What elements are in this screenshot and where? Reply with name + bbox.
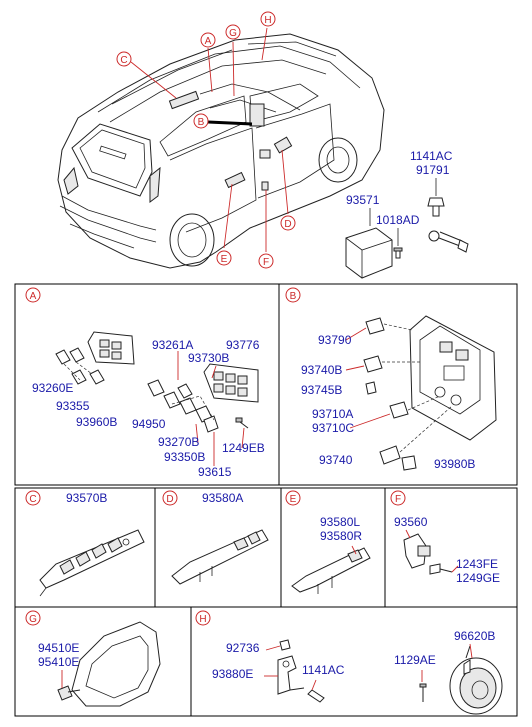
svg-text:C: C [120,55,127,66]
part-number: 93580R [320,529,362,543]
section-d-tag: D [162,490,178,506]
part-number: 93350B [164,450,205,464]
callout-c: C [116,51,132,67]
section-h-tag: H [195,610,211,626]
part-number: 93261A [152,338,193,352]
callout-f: F [258,253,274,269]
svg-text:G: G [229,28,237,39]
part-number: 93580L [320,515,360,529]
part-number: 96620B [454,629,495,643]
overview-parts: 1141AC 91791 93571 1018AD [345,149,469,279]
section-c-tag: C [25,490,41,506]
part-number: 93580A [202,491,243,505]
part-number: 93570B [66,491,107,505]
svg-text:G: G [29,614,37,625]
callout-d: D [280,215,296,231]
part-number: 93560 [394,515,428,529]
svg-text:H: H [264,15,271,26]
part-number: 92736 [226,641,260,655]
part-number: 1018AD [376,213,420,227]
section-g-parts [57,621,161,707]
vehicle-overview [57,33,385,269]
svg-text:A: A [205,36,212,47]
callout-g: G [225,24,241,40]
callout-e: E [216,250,232,266]
section-f-tag: F [390,490,406,506]
svg-text:B: B [290,291,297,302]
part-number: 93790 [318,333,352,347]
section-d-box [154,487,282,608]
overview-leaders [130,27,289,252]
part-number: 93615 [198,465,232,479]
part-number: 91791 [416,163,450,177]
part-number: 1249EB [222,441,265,455]
part-number: 93880E [212,667,253,681]
section-h-box [190,606,518,717]
section-c-parts [39,529,145,597]
part-number: 93740 [319,453,353,467]
svg-text:F: F [263,257,269,268]
part-number: 94510E [38,641,79,655]
part-number: 93776 [226,338,260,352]
part-number: 93980B [434,457,475,471]
section-g-tag: G [25,610,41,626]
part-number: 1129AE [394,653,436,667]
svg-text:D: D [284,219,291,230]
section-b-tag: B [285,287,301,303]
part-number: 93710C [312,421,354,435]
section-b-box [278,283,518,486]
part-number: 93730B [188,351,229,365]
part-number: 1141AC [410,149,453,163]
svg-text:D: D [166,494,173,505]
svg-text:F: F [395,494,401,505]
section-h-parts [264,639,503,715]
section-e-parts [291,545,371,594]
svg-text:A: A [30,291,37,302]
callout-h: H [260,11,276,27]
svg-text:E: E [221,254,228,265]
part-number: 93355 [56,399,90,413]
part-number: 93571 [346,193,380,207]
section-a-tag: A [25,287,41,303]
svg-text:E: E [290,494,297,505]
part-number: 93745B [301,383,342,397]
part-number: 93260E [32,381,73,395]
section-e-tag: E [285,490,301,506]
part-number: 93960B [76,415,117,429]
part-number: 1249GE [456,571,500,585]
section-f-parts [403,529,459,575]
section-a-parts [55,331,259,466]
svg-text:C: C [29,494,36,505]
svg-text:B: B [198,117,205,128]
part-number: 95410E [38,655,79,669]
svg-text:H: H [199,614,206,625]
part-number: 93710A [312,407,353,421]
callout-a: A [200,32,216,48]
part-number: 1243FE [456,557,498,571]
section-b-parts [345,315,497,471]
part-number: 94950 [132,417,166,431]
section-c-box [14,487,156,608]
callout-b: B [193,113,209,129]
part-number: 93740B [301,363,342,377]
section-d-parts [171,529,269,585]
part-number: 1141AC [302,663,345,677]
part-number: 93270B [158,435,199,449]
